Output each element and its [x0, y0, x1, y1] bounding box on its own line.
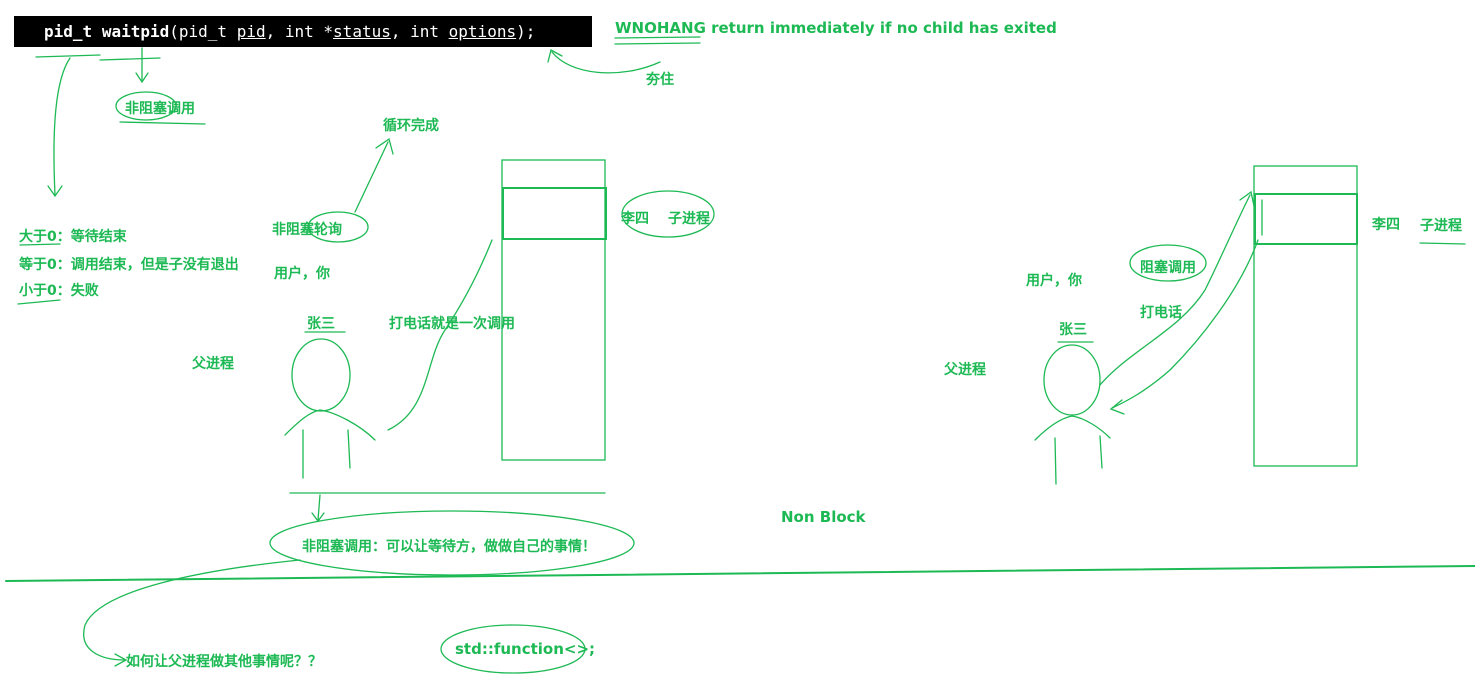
- phone-call-right-label: 打电话: [1140, 305, 1182, 321]
- return-arrowhead-right: [1109, 399, 1125, 415]
- std-function-label: std::function<>;: [455, 640, 596, 658]
- zhangsan-right-leg-r: [1099, 435, 1103, 469]
- nonblocking-poll-circle: [307, 211, 369, 243]
- child-left-label: 子进程: [668, 211, 710, 227]
- phone-line-left: [387, 239, 493, 431]
- code-param-status: status: [333, 22, 391, 41]
- zhangsan-right-label: 张三: [1059, 322, 1087, 338]
- poll-arrowhead: [375, 137, 394, 155]
- gt0-underline: [19, 243, 61, 246]
- parent-left-label: 父进程: [192, 356, 234, 372]
- nonblocking-poll-label: 非阻塞轮询: [272, 222, 342, 238]
- lt0-underline: [17, 299, 61, 305]
- zhangsan-left-head: [291, 338, 351, 412]
- return-arrow: [53, 57, 71, 196]
- code-close: );: [516, 22, 536, 41]
- nonblocking-note-circle: [269, 510, 635, 576]
- nonblocking-call-label: 非阻塞调用: [125, 101, 195, 117]
- code-param1-type: pid_t: [178, 22, 228, 41]
- kuazhu-arrowhead: [547, 49, 563, 63]
- blocking-call-circle: [1129, 244, 1207, 282]
- call-arrowhead-right: [1239, 190, 1255, 207]
- code-underline: [35, 54, 101, 58]
- child-process-box-left: [501, 159, 606, 461]
- child-process-slot-right: [1254, 193, 1358, 245]
- retval-gt0: 大于0：等待结束: [19, 229, 127, 245]
- nonblocking-note: 非阻塞调用：可以让等待方，做做自己的事情！: [302, 539, 596, 555]
- nonblocking-call-circle: [115, 91, 177, 121]
- phone-call-left-label: 打电话就是一次调用: [389, 316, 515, 332]
- user-you-left: 用户，你: [274, 266, 330, 282]
- zhangsan-left-label: 张三: [307, 316, 335, 332]
- return-arrowhead: [47, 185, 63, 198]
- code-param-pid: pid: [236, 22, 266, 41]
- code-underline-2: [99, 57, 161, 61]
- parent-right-label: 父进程: [944, 362, 986, 378]
- call-arrow-right: [1099, 194, 1251, 386]
- waitpid-signature: pid_t waitpid(pid_t pid, int *status, in…: [14, 16, 592, 47]
- user-you-right: 用户，你: [1026, 273, 1082, 289]
- zhangsan-left-arms: [284, 409, 376, 441]
- lisi-left-circle: [621, 190, 715, 238]
- wnohang-underline: [614, 36, 701, 39]
- horizontal-divider: [5, 565, 1475, 582]
- code-param-options: options: [448, 22, 517, 41]
- lisi-left-label: 李四: [621, 211, 649, 227]
- non-block-label: Non Block: [781, 508, 866, 526]
- code-param2-type: int *: [284, 22, 334, 41]
- blocking-call-label: 阻塞调用: [1140, 260, 1196, 276]
- wnohang-note: WNOHANG return immediately if no child h…: [615, 19, 1057, 37]
- child-right-underline: [1419, 242, 1466, 245]
- code-param3-type: int: [410, 22, 440, 41]
- std-function-circle: [440, 624, 586, 674]
- code-function-name: waitpid: [101, 22, 170, 41]
- loop-done-label: 循环完成: [383, 118, 439, 134]
- child-right-label: 子进程: [1420, 218, 1462, 234]
- return-arrow-right: [1111, 239, 1259, 409]
- lisi-right-label: 李四: [1372, 217, 1400, 233]
- zhangsan-right-arms: [1034, 415, 1111, 441]
- nonblocking-call-underline: [119, 121, 206, 125]
- wnohang-underline-2: [614, 42, 701, 45]
- zhangsan-right-leg-l: [1054, 437, 1057, 485]
- how-parent-label: 如何让父进程做其他事情呢？？: [126, 654, 322, 670]
- kuazhu-label: 夯住: [646, 72, 674, 88]
- how-parent-curve: [83, 559, 301, 661]
- poll-arrow: [354, 141, 389, 213]
- code-return-type: pid_t: [44, 22, 93, 41]
- zhangsan-left-leg-r: [347, 429, 351, 469]
- ground-arrow: [317, 494, 321, 521]
- retval-lt0: 小于0：失败: [19, 283, 99, 299]
- retval-eq0: 等于0：调用结束，但是子没有退出: [19, 257, 239, 273]
- kuazhu-arrow: [551, 51, 661, 74]
- how-parent-arrowhead: [114, 653, 128, 667]
- child-process-slot-left: [502, 187, 607, 240]
- options-arrowhead: [135, 72, 149, 84]
- child-process-box-right: [1253, 165, 1358, 467]
- zhangsan-right-head: [1043, 344, 1101, 416]
